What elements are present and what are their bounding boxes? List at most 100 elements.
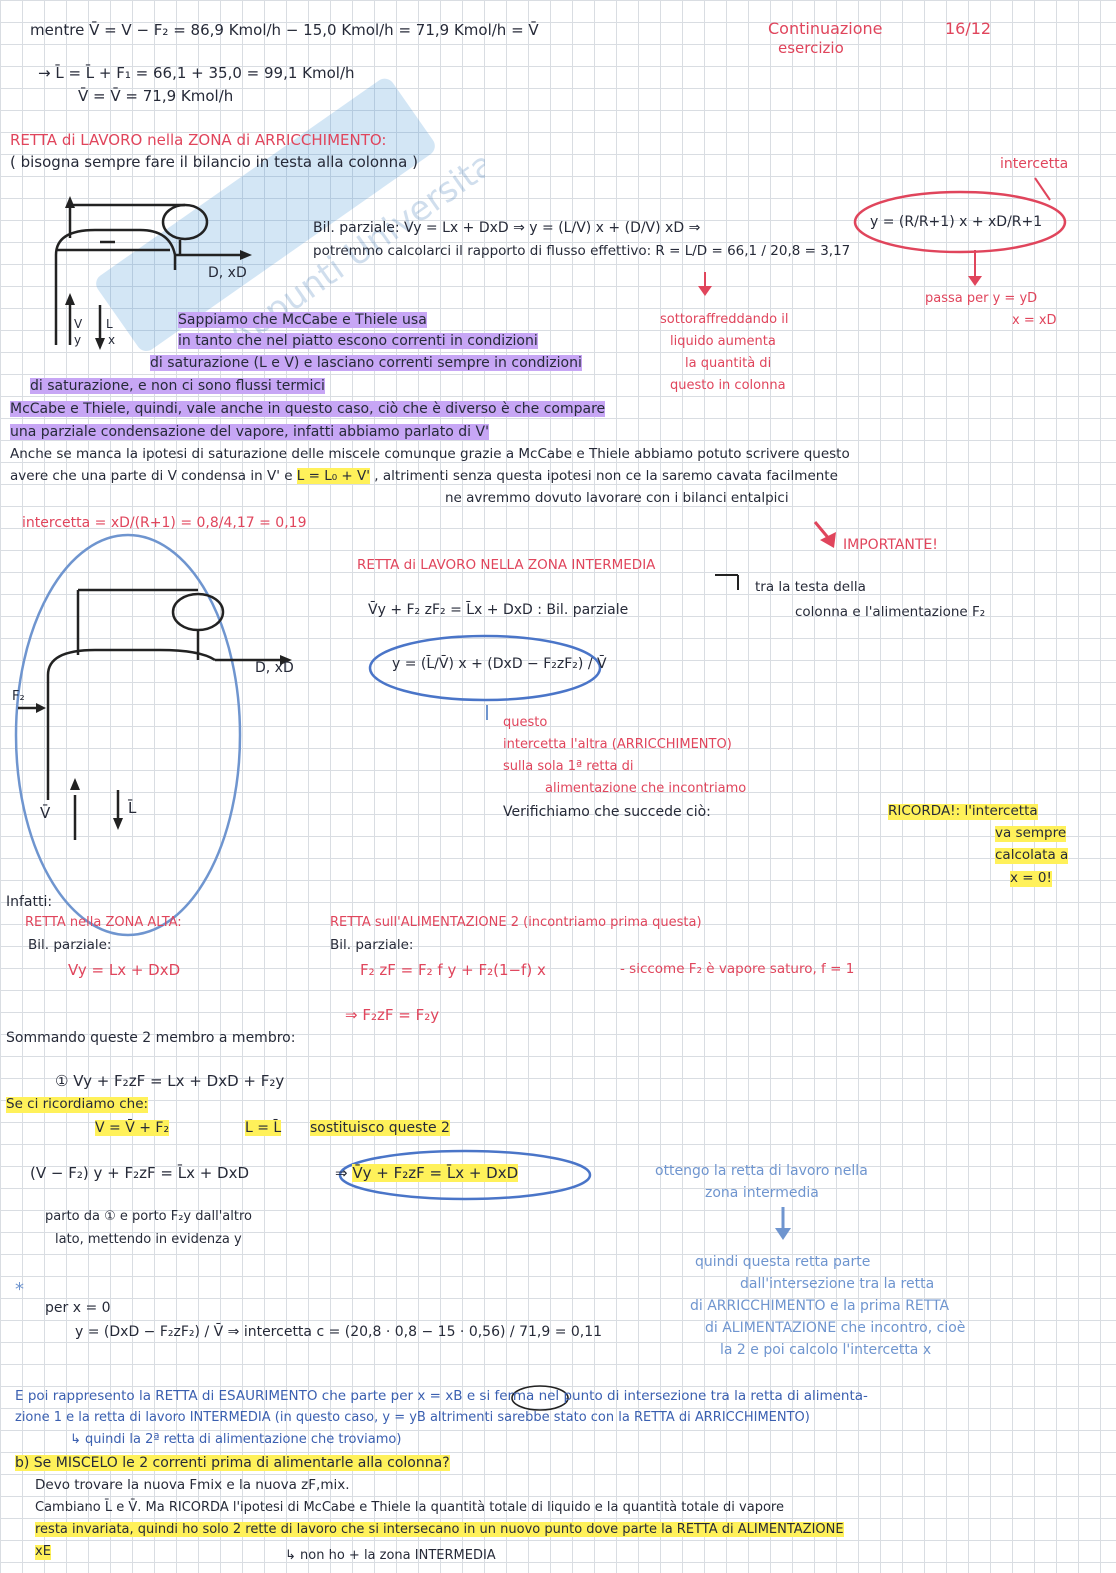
blue-ellipse-1: [14, 533, 242, 937]
sottoraff-4: questo in colonna: [670, 378, 786, 393]
esaurimento-1a: E poi rappresento la RETTA di ESAURIMENT…: [15, 1388, 414, 1404]
note-q1: questo: [503, 715, 548, 730]
esaurimento-3: ↳ quindi la 2ª retta di alimentazione ch…: [70, 1432, 402, 1447]
esaurimento-2: zione 1 e la retta di lavoro INTERMEDIA …: [15, 1410, 810, 1425]
para-p5: McCabe e Thiele, quindi, vale anche in q…: [10, 401, 606, 418]
esaurimento-1b: x = xB: [417, 1388, 463, 1404]
para-p4: di saturazione, e non ci sono flussi ter…: [30, 378, 325, 395]
line-2: → L̄ = L̄ + F₁ = 66,1 + 35,0 = 99,1 Kmol…: [38, 64, 355, 82]
per-x0: per x = 0: [45, 1300, 111, 1316]
para-p2: in tanto che nel piatto escono correnti …: [178, 333, 538, 350]
ricorda-3: calcolata a: [995, 847, 1069, 864]
siccome: - siccome F₂ è vapore saturo, f = 1: [620, 961, 855, 977]
label-f2: F₂: [12, 689, 25, 704]
section-2-note-2: colonna e l'alimentazione F₂: [795, 604, 986, 620]
eq-alim2b: ⇒ F₂zF = F₂y: [345, 1006, 440, 1024]
section-1-title: RETTA di LAVORO nella ZONA di ARRICCHIME…: [10, 131, 387, 149]
label-dxd-1: D, xD: [208, 265, 247, 281]
importante-label: IMPORTANTE!: [843, 537, 938, 553]
bilancio-1: Bil. parziale: Vy = Lx + DxD ⇒ y = (L/V)…: [313, 220, 701, 236]
quindi-3: di ARRICCHIMENTO e la prima RETTA: [690, 1298, 950, 1314]
passa-per-2: x = xD: [1012, 313, 1057, 328]
section-2-note-1: tra la testa della: [755, 579, 866, 595]
label-v-1: V: [74, 317, 83, 331]
section-2-bilancio: V̄y + F₂ zF₂ = L̄x + DxD : Bil. parziale: [368, 602, 629, 618]
quindi-5: la 2 e poi calcolo l'intercetta x: [720, 1342, 932, 1358]
section-2-equation: y = (L̄/V̄) x + (DxD − F₂zF₂) / V̄: [392, 656, 607, 672]
passa-per-1: passa per y = yD: [925, 291, 1038, 306]
header-title-line2: esercizio: [778, 39, 844, 57]
para-p1: Sappiamo che McCabe e Thiele usa: [178, 312, 427, 329]
note-q2: intercetta l'altra (ARRICCHIMENTO): [503, 737, 732, 752]
parto-1: parto da ① e porto F₂y dall'altro: [45, 1209, 252, 1224]
eq-sum: ① Vy + F₂zF = Lx + DxD + F₂y: [55, 1072, 285, 1090]
line-3: V̄ = V̄ = 71,9 Kmol/h: [78, 87, 234, 105]
b-line-4: resta invariata, quindi ho solo 2 rette …: [35, 1522, 844, 1538]
sostituisco: sostituisco queste 2: [310, 1120, 450, 1137]
note-q3: sulla sola 1ª retta di: [503, 759, 634, 774]
b-line-2: Devo trovare la nuova Fmix e la nuova zF…: [35, 1477, 350, 1493]
sottoraff-3: la quantità di: [685, 356, 772, 371]
l-equation: L = L̄: [245, 1120, 282, 1137]
eq-result-text: V̄y + F₂zF = L̄x + DxD: [352, 1164, 519, 1182]
para-p8b: L = L₀ + V': [296, 468, 370, 484]
para-p8a: avere che una parte di V condensa in V' …: [10, 468, 293, 484]
esaurimento-1c: e si ferma nel punto di intersezione tra…: [466, 1388, 868, 1404]
eq-zona-alta: Vy = Lx + DxD: [68, 961, 181, 979]
sottoraff-1: sottoraffreddando il: [660, 312, 789, 327]
label-lbar: L̄: [128, 799, 137, 817]
line-1: mentre V̄ = V − F₂ = 86,9 Kmol/h − 15,0 …: [30, 21, 539, 39]
b-line-3: Cambiano L̄ e V̄. Ma RICORDA l'ipotesi d…: [35, 1500, 784, 1515]
label-dxd-2: D, xD: [255, 660, 294, 676]
section-2-title: RETTA di LAVORO NELLA ZONA INTERMEDIA: [357, 557, 656, 573]
para-p6: una parziale condensazione del vapore, i…: [10, 424, 489, 441]
para-p3: di saturazione (L e V) e lasciano corren…: [150, 355, 582, 372]
rapporto-flusso: potremmo calcolarci il rapporto di fluss…: [313, 243, 851, 259]
esaurimento-1: E poi rappresento la RETTA di ESAURIMENT…: [15, 1388, 868, 1405]
header-title-line1: Continuazione: [768, 19, 883, 38]
bil-parziale-2: Bil. parziale:: [330, 937, 414, 953]
ricorda-2: va sempre: [995, 825, 1067, 842]
ricorda-1: RICORDA!: l'intercetta: [888, 803, 1038, 820]
infatti: Infatti:: [6, 894, 53, 910]
v-equation: V = V̄ + F₂: [95, 1120, 170, 1137]
verifichiamo: Verifichiamo che succede ciò:: [503, 804, 711, 820]
zona-alta-title: RETTA nella ZONA ALTA:: [25, 915, 182, 930]
eq-result: ⇒ V̄y + F₂zF = L̄x + DxD: [335, 1164, 519, 1182]
column-diagram-2: [18, 588, 285, 840]
label-y-1: y: [74, 333, 82, 347]
para-p7: Anche se manca la ipotesi di saturazione…: [10, 446, 850, 462]
label-l-1: L: [106, 317, 113, 331]
b-question: b) Se MISCELO le 2 correnti prima di ali…: [15, 1455, 450, 1472]
bil-parziale-1: Bil. parziale:: [28, 937, 112, 953]
section-1-subtitle: ( bisogna sempre fare il bilancio in tes…: [10, 153, 418, 171]
ottengo-1: ottengo la retta di lavoro nella: [655, 1163, 868, 1179]
para-p8: avere che una parte di V condensa in V' …: [10, 468, 838, 485]
sommando: Sommando queste 2 membro a membro:: [6, 1030, 296, 1046]
ricorda-4: x = 0!: [1010, 870, 1052, 887]
header-date: 16/12: [945, 19, 992, 38]
quindi-2: dall'intersezione tra la retta: [740, 1276, 935, 1292]
sottoraff-2: liquido aumenta: [670, 334, 776, 349]
b-line-5: xE: [35, 1544, 51, 1560]
intercetta-tag: intercetta: [1000, 156, 1069, 172]
quindi-4: di ALIMENTAZIONE che incontro, cioè: [705, 1320, 966, 1336]
label-x-1: x: [108, 333, 116, 347]
parto-2: lato, mettendo in evidenza y: [55, 1232, 242, 1247]
intercetta-calc: intercetta = xD/(R+1) = 0,8/4,17 = 0,19: [22, 515, 307, 531]
label-vbar: V̄: [40, 804, 51, 822]
b-line-4-text: resta invariata, quindi ho solo 2 rette …: [35, 1522, 844, 1537]
ottengo-2: zona intermedia: [705, 1185, 819, 1201]
quindi-1: quindi questa retta parte: [695, 1254, 871, 1270]
eq-substituted: (V − F₂) y + F₂zF = L̄x + DxD: [30, 1164, 250, 1182]
star-mark: *: [15, 1279, 24, 1300]
se-ricordiamo: Se ci ricordiamo che:: [6, 1096, 149, 1113]
note-q4: alimentazione che incontriamo: [545, 781, 747, 796]
eq-intercetta: y = (DxD − F₂zF₂) / V̄ ⇒ intercetta c = …: [75, 1324, 603, 1340]
eq-alim2: F₂ zF = F₂ f y + F₂(1−f) x: [360, 961, 546, 979]
alim2-title: RETTA sull'ALIMENTAZIONE 2 (incontriamo …: [330, 915, 702, 930]
para-p9: ne avremmo dovuto lavorare con i bilanci…: [445, 490, 789, 506]
equation-circled: y = (R/R+1) x + xD/R+1: [870, 214, 1043, 230]
b-line-6: ↳ non ho + la zona INTERMEDIA: [285, 1548, 496, 1563]
para-p8c: , altrimenti senza questa ipotesi non ce…: [374, 468, 838, 484]
